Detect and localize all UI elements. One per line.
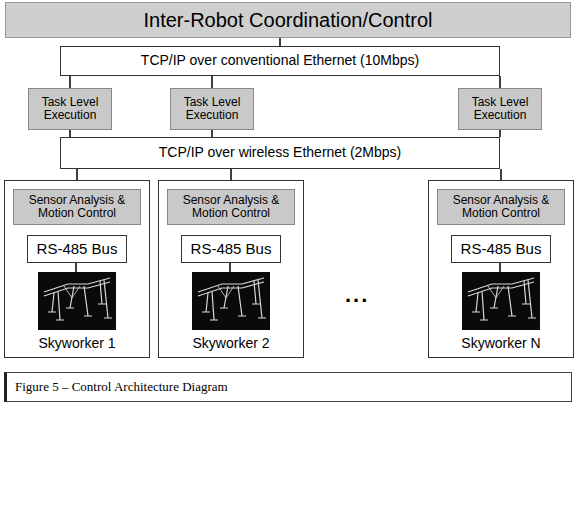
node-text: RS-485 Bus xyxy=(461,241,542,258)
connector-line xyxy=(211,130,213,137)
connector-line xyxy=(211,76,213,88)
node-text: Task Level Execution xyxy=(462,96,538,122)
connector-line xyxy=(69,130,71,137)
control-box: Sensor Analysis & Motion Control xyxy=(167,189,295,225)
robot-panel: Sensor Analysis & Motion ControlRS-485 B… xyxy=(428,180,574,358)
connector-line xyxy=(499,76,501,88)
bus-box: RS-485 Bus xyxy=(27,235,127,263)
bus-box: RS-485 Bus xyxy=(181,235,281,263)
ellipsis: ... xyxy=(345,282,369,308)
task-box: Task Level Execution xyxy=(28,88,112,130)
node-text: Task Level Execution xyxy=(32,96,108,122)
node-text: Skyworker 1 xyxy=(38,336,115,351)
network-box: TCP/IP over wireless Ethernet (2Mbps) xyxy=(60,137,500,169)
control-box: Sensor Analysis & Motion Control xyxy=(13,189,141,225)
connector-line xyxy=(279,38,281,46)
node-text: RS-485 Bus xyxy=(191,241,272,258)
task-box: Task Level Execution xyxy=(458,88,542,130)
node-text: Skyworker 2 xyxy=(192,336,269,351)
node-text: Sensor Analysis & Motion Control xyxy=(441,194,561,220)
connector-line xyxy=(499,130,501,137)
node-text: TCP/IP over wireless Ethernet (2Mbps) xyxy=(159,145,402,160)
task-box: Task Level Execution xyxy=(170,88,254,130)
coordination-band: Inter-Robot Coordination/Control xyxy=(5,2,571,38)
node-text: Sensor Analysis & Motion Control xyxy=(17,194,137,220)
figure-caption: Figure 5 – Control Architecture Diagram xyxy=(4,372,572,402)
bus-box: RS-485 Bus xyxy=(451,235,551,263)
control-box: Sensor Analysis & Motion Control xyxy=(437,189,565,225)
node-text: Inter-Robot Coordination/Control xyxy=(143,9,432,31)
robot-panel: Sensor Analysis & Motion ControlRS-485 B… xyxy=(4,180,150,358)
node-text: Skyworker N xyxy=(461,336,540,351)
node-text: RS-485 Bus xyxy=(37,241,118,258)
node-text: Task Level Execution xyxy=(174,96,250,122)
node-text: TCP/IP over conventional Ethernet (10Mbp… xyxy=(141,53,419,68)
robot-panel: Sensor Analysis & Motion ControlRS-485 B… xyxy=(158,180,304,358)
network-box: TCP/IP over conventional Ethernet (10Mbp… xyxy=(60,46,500,76)
connector-line xyxy=(69,76,71,88)
node-text: Sensor Analysis & Motion Control xyxy=(171,194,291,220)
